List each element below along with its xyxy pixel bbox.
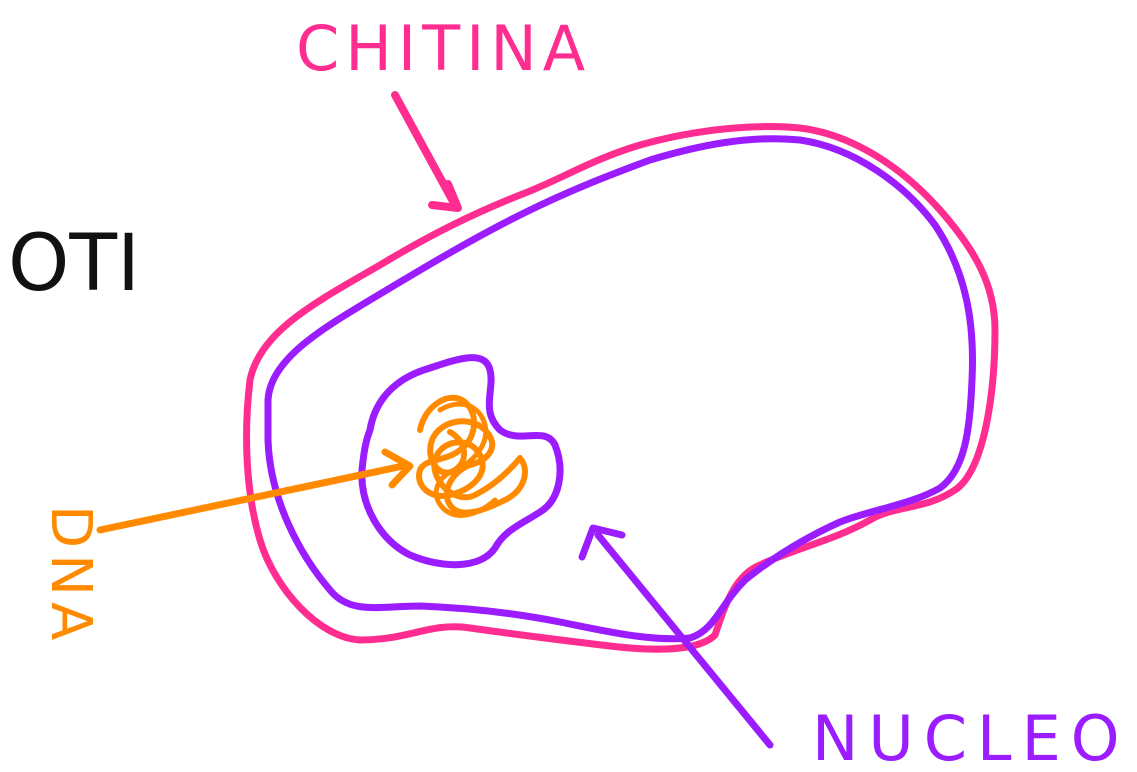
cell-wall-outline [247,127,995,650]
label-chitina: CHITINA [296,12,591,85]
label-dna: DNA [38,505,103,646]
dna-scribble [419,398,525,516]
label-oti: OTI [8,219,140,309]
label-nucleo: NUCLEO [812,702,1130,772]
arrow-nucleo [598,535,770,745]
